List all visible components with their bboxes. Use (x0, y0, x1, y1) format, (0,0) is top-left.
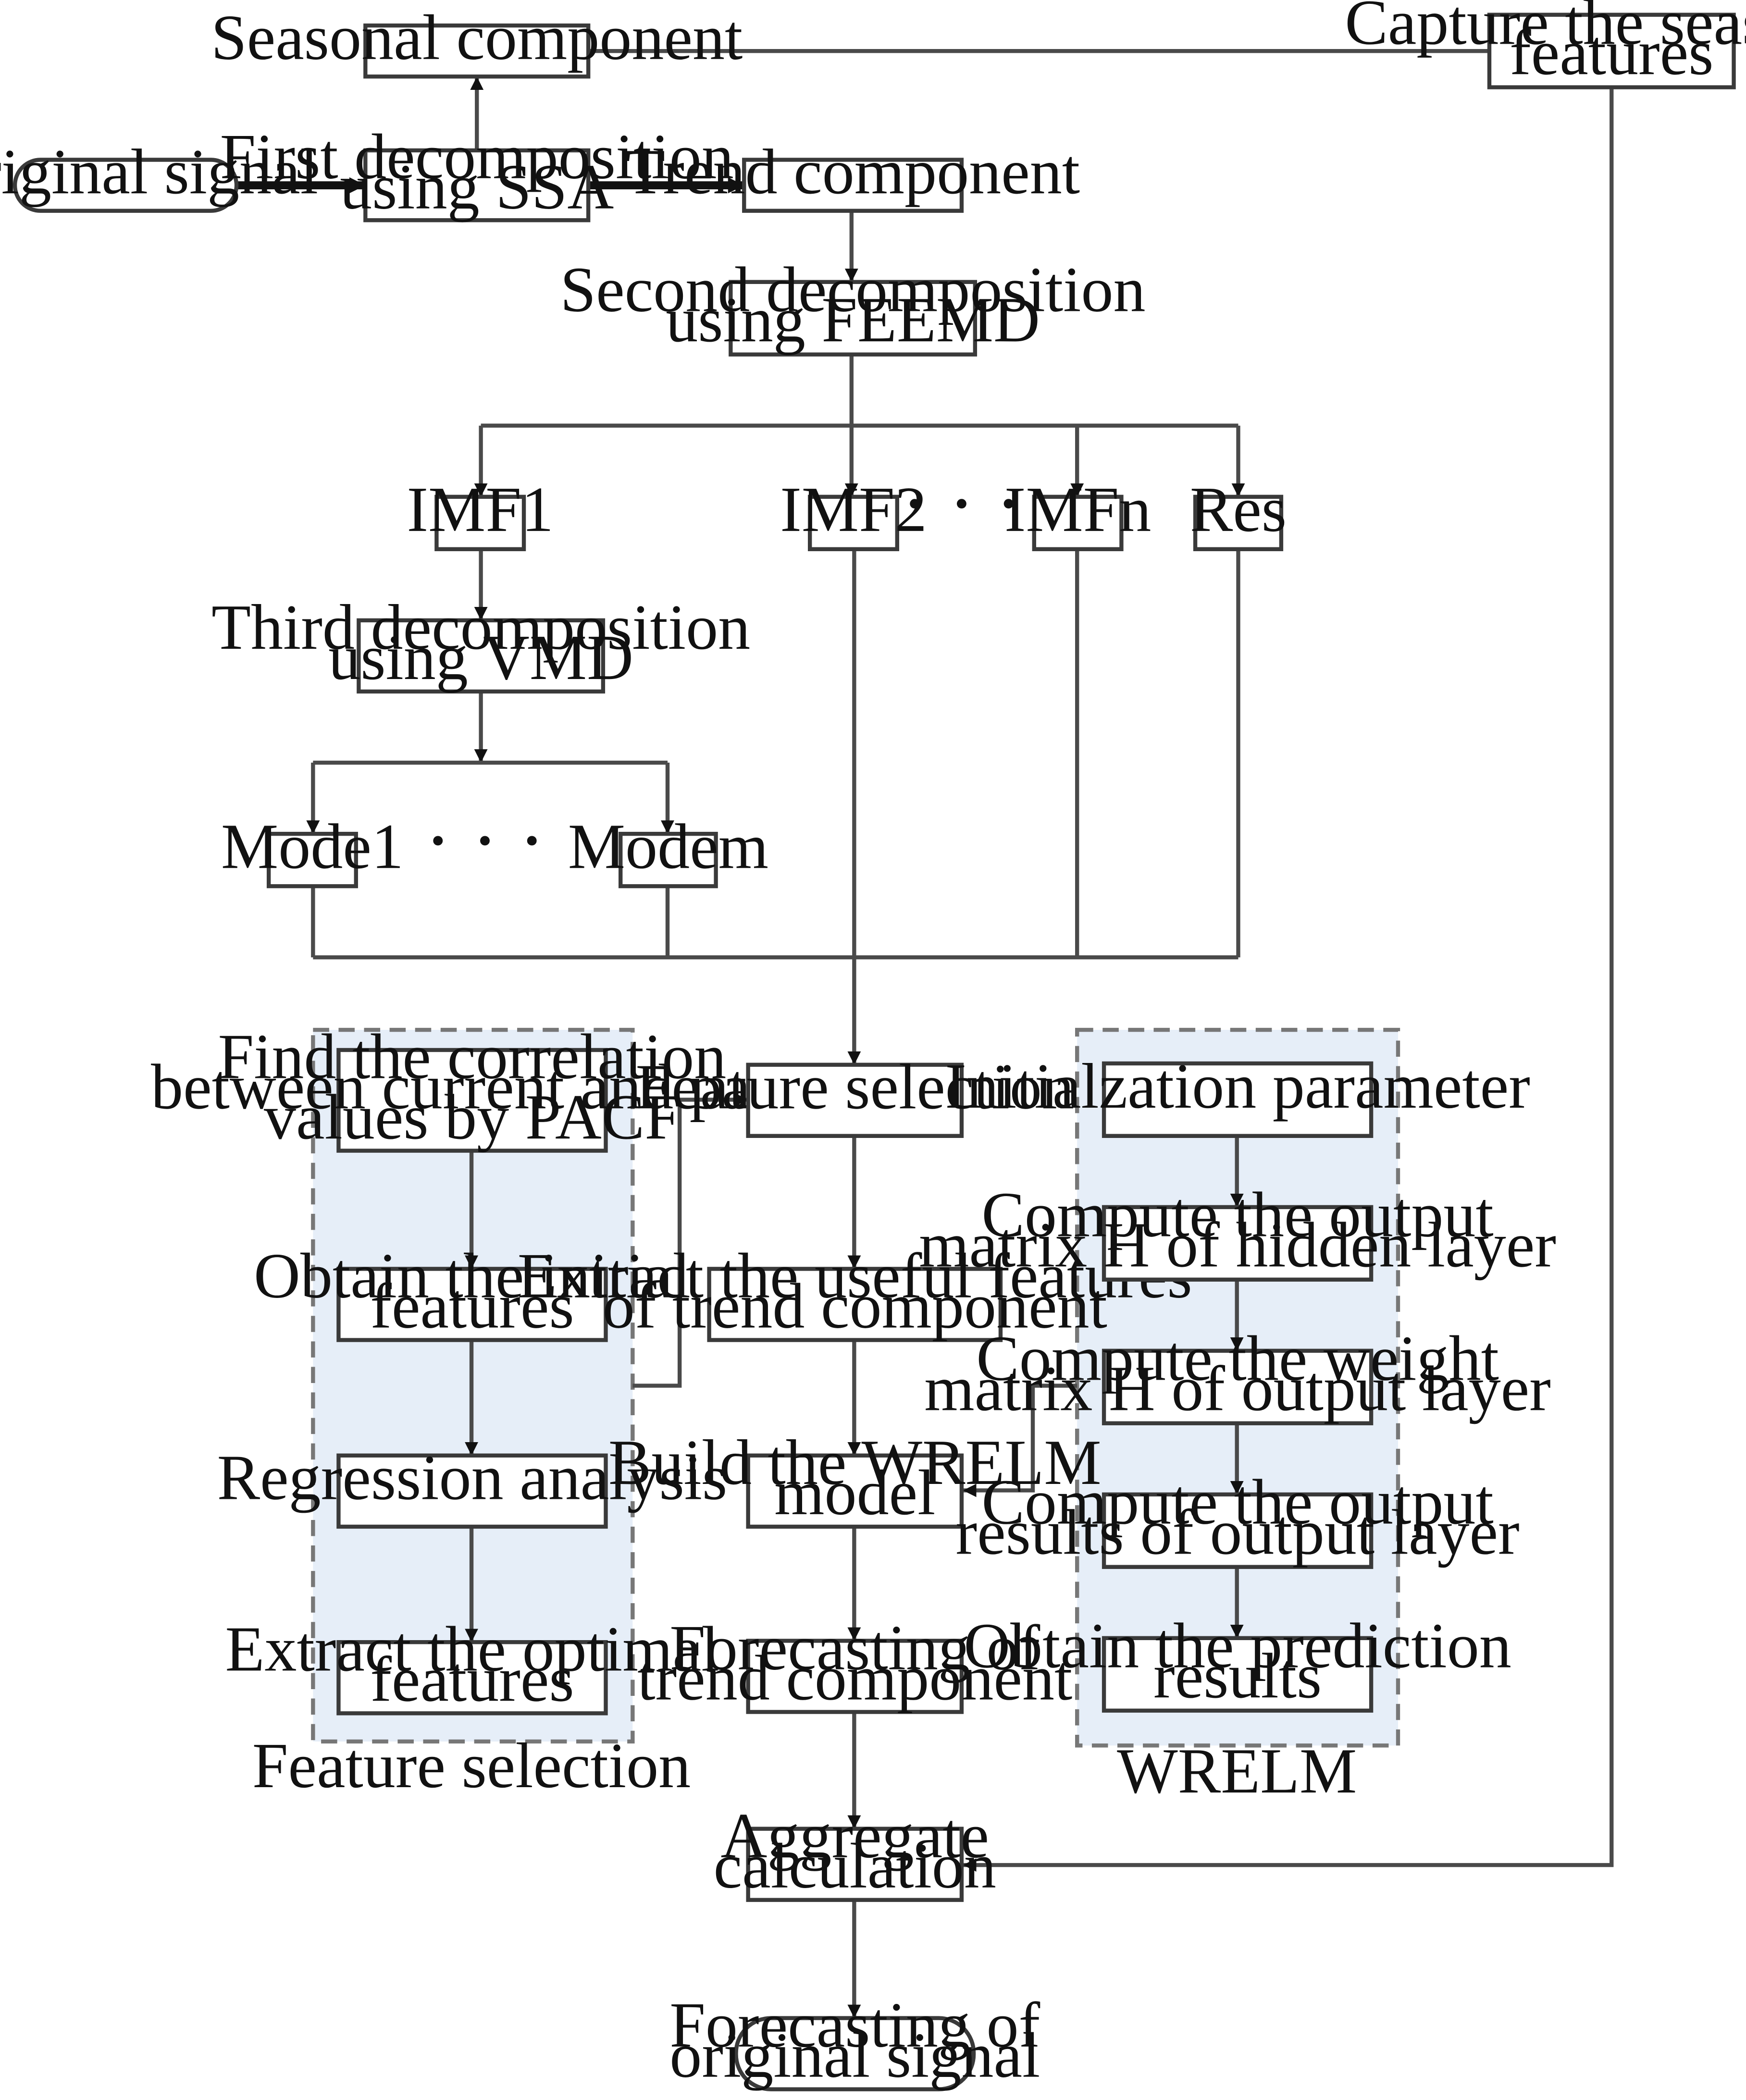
node-label: using SSA (340, 151, 614, 223)
node-label: Initialzation parameter (945, 1050, 1530, 1122)
node-label: Forecasting of (669, 1989, 1040, 2061)
node-label: Build the WRELM (608, 1427, 1102, 1498)
node-label: Compute the weight (976, 1323, 1499, 1395)
seasonal-component-box: Seasonal component (211, 2, 743, 79)
node-label: features (1510, 17, 1713, 88)
node-label: Compute the output (981, 1179, 1493, 1251)
regression-analysis-box: Regression analysis (217, 1442, 728, 1529)
node-label: Mode1 (221, 811, 404, 882)
node-label: using FEEMD (666, 284, 1040, 356)
node-label: original signal (669, 2020, 1040, 2091)
node-label: Seasonal component (211, 2, 743, 74)
node-label: Capture the seasonal (1345, 0, 1746, 58)
node-label: between current and past (151, 1051, 793, 1123)
node-label: Res (1190, 474, 1287, 545)
node-label: IMF1 (407, 474, 554, 545)
node-label: features (370, 1271, 574, 1342)
node-label: Feature selection (636, 1051, 1074, 1123)
node-label: calculation (714, 1830, 996, 1902)
node-label: Modem (568, 811, 768, 882)
original-signal-terminal: Original signal (0, 136, 318, 213)
node-label: Third decomposition (211, 592, 750, 663)
node-label: features (370, 1643, 574, 1715)
connectors (236, 49, 1614, 2018)
node-label: Extract the useful features (518, 1240, 1192, 1312)
node-label: IMF2 (780, 474, 927, 545)
feature-selection-box: Feature selection (636, 1051, 1074, 1138)
node-label: Aggregate (721, 1800, 990, 1872)
node-label: results of output layer (956, 1496, 1520, 1568)
node-label: Extract the optimal (225, 1613, 719, 1685)
node-label: Regression analysis (217, 1442, 728, 1513)
node-label: results (1153, 1640, 1322, 1712)
node-label: trend component (637, 1643, 1072, 1714)
node-label: Find the correlation (218, 1021, 727, 1093)
feature-selection-panel-label: Feature selection (252, 1730, 691, 1802)
node-label: model (774, 1457, 935, 1529)
trend-component-box: Trend component (626, 136, 1080, 213)
res-box: Res (1190, 474, 1287, 551)
node-label: Second decomposition (560, 254, 1146, 325)
imf2-box: IMF2 (780, 474, 927, 551)
wrelm-panel-label: WRELM (1117, 1735, 1357, 1807)
node-label: matrix H of hidden layer (919, 1209, 1556, 1281)
node-label: Forecasting of (669, 1612, 1040, 1684)
node-label: using VMD (328, 622, 633, 693)
imfn-box: IMFn (1004, 474, 1152, 551)
node-label: Obtain the initial (254, 1240, 691, 1312)
node-label: Obtain the prediction (964, 1610, 1511, 1681)
node-label: First decomposition (220, 121, 734, 193)
node-label: Compute the output (981, 1466, 1493, 1538)
capture-seasonal-features-box: Capture the seasonalfeatures (1345, 0, 1746, 89)
initialization-parameter-box: Initialzation parameter (945, 1050, 1530, 1138)
mode1-box: Mode1 (221, 811, 404, 889)
modem-box: Modem (568, 811, 768, 889)
node-label: values by PACF (264, 1081, 681, 1153)
node-label: Original signal (0, 136, 318, 208)
imf-ellipsis: · · · (901, 459, 1022, 548)
mode-ellipsis: · · · (424, 796, 545, 885)
node-label: Trend component (626, 136, 1080, 208)
node-label: of trend component (603, 1271, 1107, 1342)
imf1-box: IMF1 (407, 474, 554, 551)
node-label: matrix H of output layer (924, 1353, 1551, 1424)
node-label: IMFn (1004, 474, 1152, 545)
